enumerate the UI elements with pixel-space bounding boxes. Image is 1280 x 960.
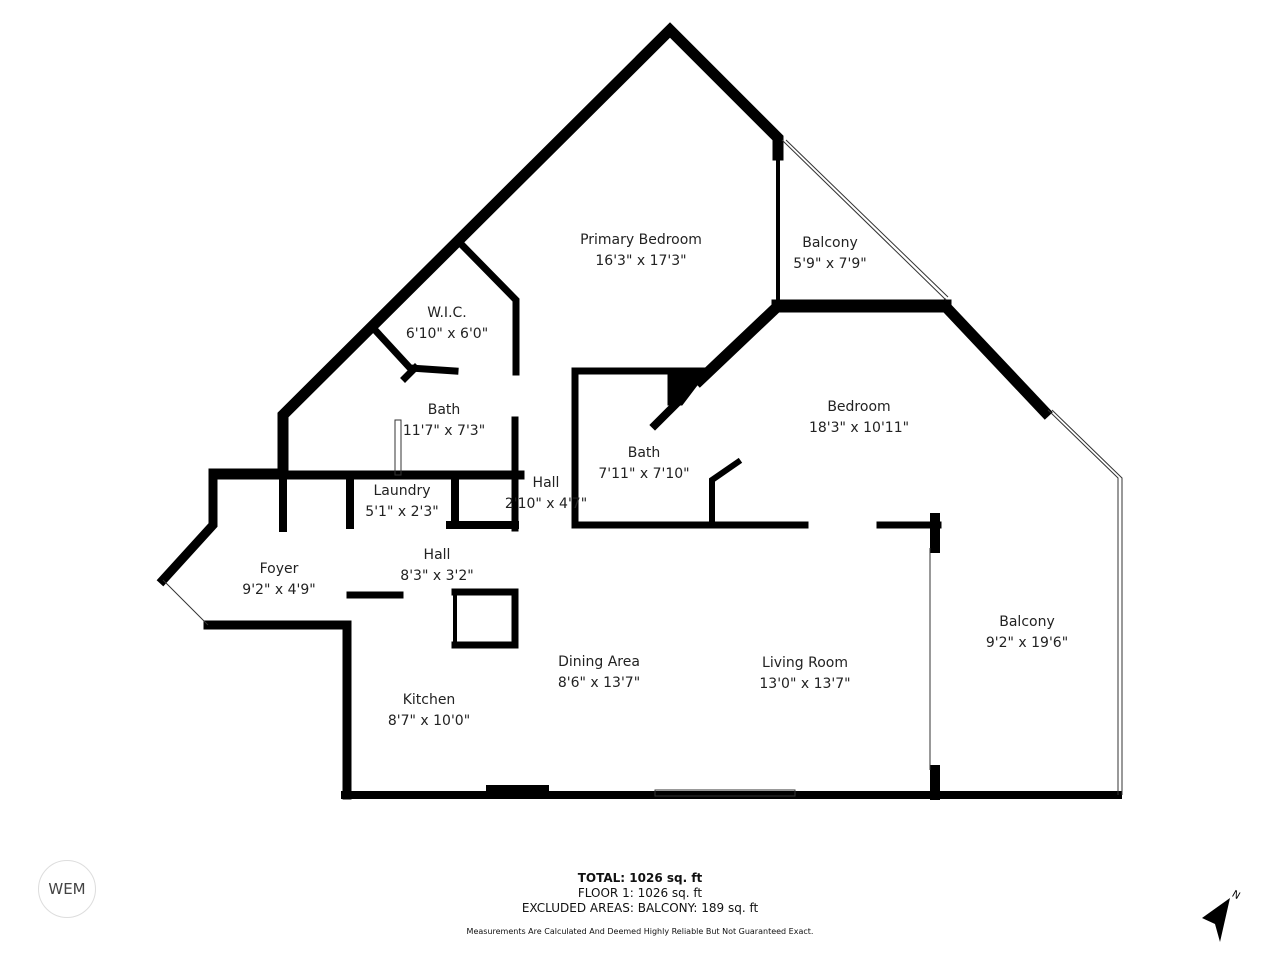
wall-bedroom-right (937, 298, 1053, 420)
room-name: Bath (627, 445, 661, 461)
company-logo: WEM (38, 860, 96, 918)
room-kitchen: Kitchen 8'7" x 10'0" (388, 690, 470, 732)
excluded-area: EXCLUDED AREAS: BALCONY: 189 sq. ft (521, 901, 759, 915)
room-balcony-right: Balcony 9'2" x 19'6" (986, 612, 1068, 654)
wall-outer-diagonal (277, 22, 784, 476)
room-name: Balcony (999, 614, 1055, 630)
wall-wic (457, 240, 520, 376)
disclaimer: Measurements Are Calculated And Deemed H… (466, 927, 814, 936)
room-name: Bedroom (827, 399, 891, 415)
room-bath-1: Bath 11'7" x 7'3" (403, 400, 485, 442)
floor-area: FLOOR 1: 1026 sq. ft (577, 886, 703, 900)
total-area: TOTAL: 1026 sq. ft (577, 871, 703, 885)
room-size: 5'9" x 7'9" (793, 256, 867, 272)
room-hall-2: Hall 8'3" x 3'2" (400, 545, 473, 587)
room-foyer: Foyer 9'2" x 4'9" (242, 559, 315, 601)
room-name: Hall (423, 547, 451, 563)
wall-bath2 (571, 367, 809, 529)
room-size: 8'6" x 13'7" (557, 675, 641, 691)
room-size: 16'3" x 17'3" (595, 253, 687, 269)
room-size: 11'7" x 7'3" (402, 423, 486, 439)
room-size: 8'7" x 10'0" (387, 713, 471, 729)
room-bedroom: Bedroom 18'3" x 10'11" (809, 397, 909, 439)
room-name: Foyer (259, 561, 299, 577)
room-size: 5'1" x 2'3" (365, 504, 439, 520)
room-balcony-top: Balcony 5'9" x 7'9" (793, 233, 866, 275)
room-size: 9'2" x 4'9" (242, 582, 316, 598)
room-name: Balcony (802, 235, 858, 251)
north-arrow-icon: N (1198, 889, 1242, 950)
room-primary-bedroom: Primary Bedroom 16'3" x 17'3" (580, 230, 702, 272)
room-name: Primary Bedroom (580, 232, 702, 248)
room-bath-2: Bath 7'11" x 7'10" (598, 443, 689, 485)
room-name: Dining Area (558, 654, 640, 670)
room-name: Living Room (762, 655, 848, 671)
room-name: W.I.C. (427, 305, 467, 321)
logo-text: WEM (48, 880, 86, 898)
room-living-room: Living Room 13'0" x 13'7" (759, 653, 850, 695)
wall-bedroom-left (692, 298, 786, 388)
room-size: 18'3" x 10'11" (808, 420, 910, 436)
room-laundry: Laundry 5'1" x 2'3" (365, 481, 438, 523)
wall-wedge (667, 367, 712, 406)
room-size: 6'10" x 6'0" (405, 326, 489, 342)
room-size: 2'10" x 4'7" (504, 496, 588, 512)
room-wic: W.I.C. 6'10" x 6'0" (406, 303, 488, 345)
room-size: 13'0" x 13'7" (759, 676, 851, 692)
room-size: 8'3" x 3'2" (400, 568, 474, 584)
room-hall-1: Hall 2'10" x 4'7" (505, 473, 587, 515)
room-name: Laundry (373, 483, 431, 499)
room-name: Hall (532, 475, 560, 491)
room-size: 7'11" x 7'10" (598, 466, 690, 482)
room-dining-area: Dining Area 8'6" x 13'7" (558, 652, 640, 694)
room-name: Kitchen (402, 692, 456, 708)
room-name: Bath (427, 402, 461, 418)
room-size: 9'2" x 19'6" (985, 635, 1069, 651)
